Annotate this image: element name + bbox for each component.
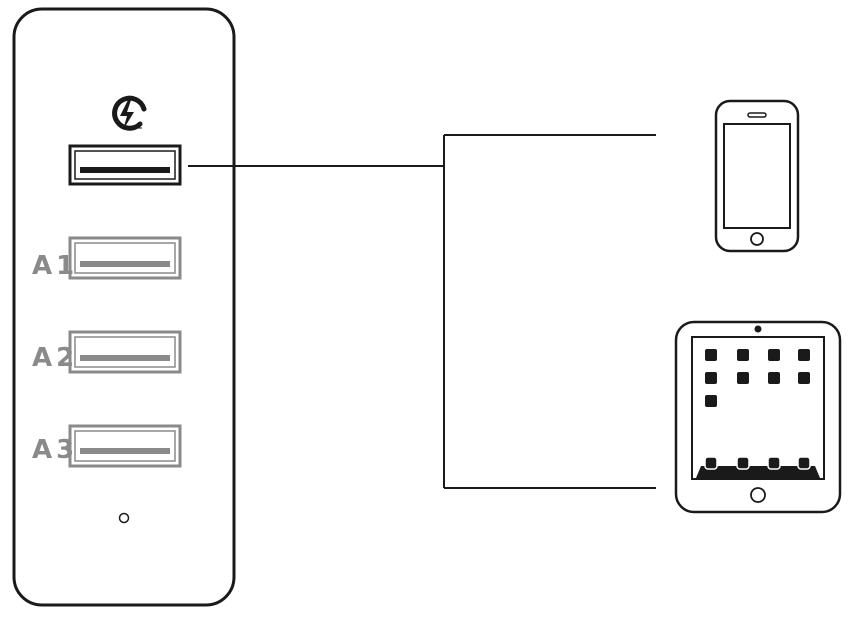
port-label-a2: A2 (32, 343, 78, 373)
port-label-a1: A1 (32, 251, 78, 281)
tablet-icon (674, 320, 842, 514)
tablet-dock (696, 456, 820, 478)
usb-port-icon (68, 236, 182, 280)
usb-port-a3: A3 (32, 424, 182, 468)
usb-port-icon (68, 330, 182, 374)
usb-port-icon (68, 424, 182, 468)
quick-charge-bolt-icon (112, 95, 147, 131)
usb-port-a2: A2 (32, 330, 182, 374)
smartphone-icon (714, 99, 800, 253)
usb-port-a1: A1 (32, 236, 182, 281)
quick-charge-port (68, 144, 182, 186)
usb-port-icon (68, 144, 182, 186)
port-label-a3: A3 (32, 435, 78, 465)
led-indicator-icon (118, 512, 130, 524)
tablet-app-grid (705, 349, 810, 407)
connection-lines (188, 134, 656, 489)
